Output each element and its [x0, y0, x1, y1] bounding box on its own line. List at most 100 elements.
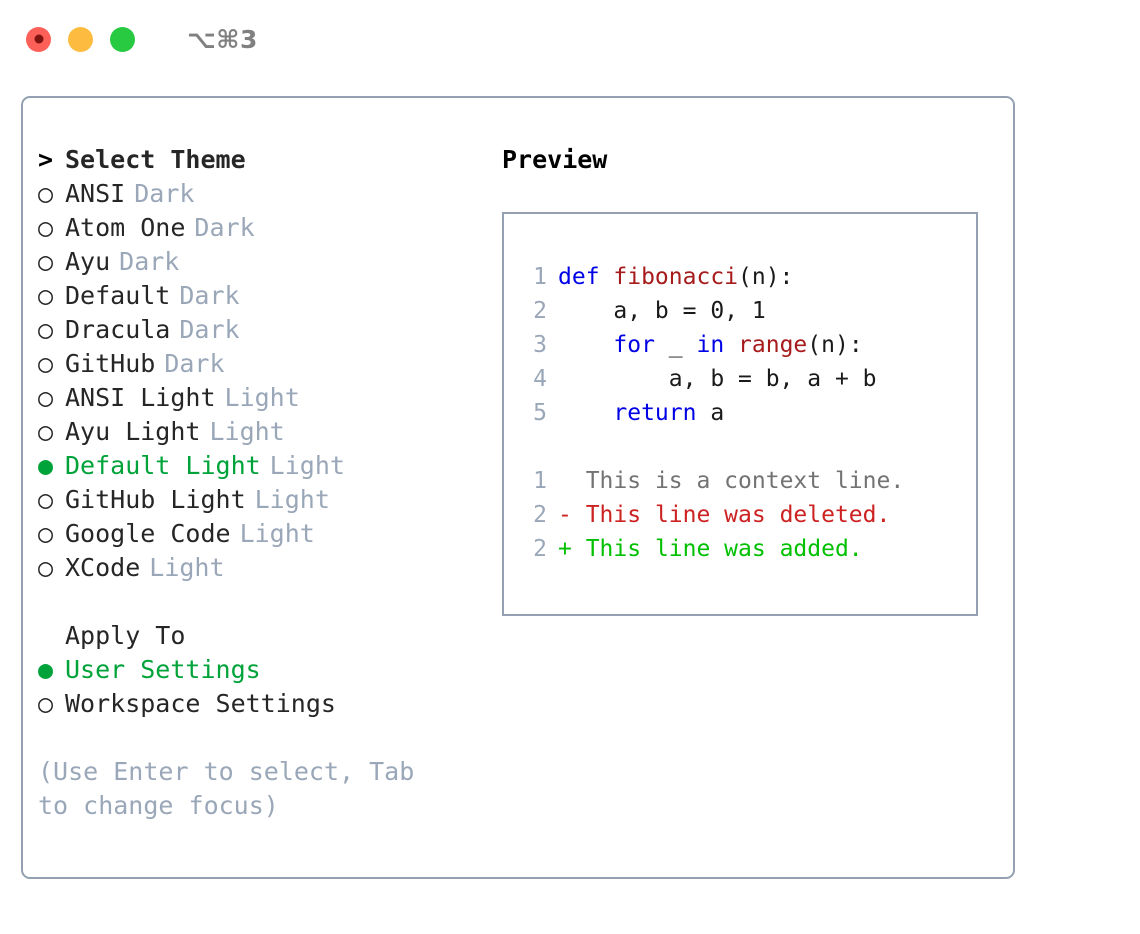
- code-line-number: 5: [533, 400, 547, 426]
- diff-line-text: This line was deleted.: [571, 502, 891, 528]
- theme-name-label: Default: [65, 281, 171, 310]
- title-bar: ⌥⌘3: [0, 0, 1140, 78]
- diff-line-number: 1: [533, 468, 547, 494]
- theme-variant-label: Dark: [164, 349, 225, 378]
- code-line-number: 2: [533, 298, 547, 324]
- maximize-window-icon[interactable]: [110, 26, 135, 52]
- radio-selected-icon: ●: [38, 655, 54, 684]
- radio-unselected-icon: ○: [38, 281, 54, 310]
- theme-list-item[interactable]: ○ Default Dark: [38, 279, 488, 313]
- theme-variant-label: Dark: [194, 213, 255, 242]
- code-token-pl: _: [654, 332, 697, 358]
- select-theme-heading: > Select Theme: [38, 143, 488, 177]
- code-token-kw: return: [613, 400, 697, 426]
- theme-name-label: ANSI Light: [65, 383, 216, 412]
- diff-sign: +: [558, 536, 572, 562]
- code-token-pl: [724, 332, 738, 358]
- theme-variant-label: Light: [224, 383, 300, 412]
- code-line-number: 1: [533, 264, 547, 290]
- theme-list-item[interactable]: ○ GitHub Dark: [38, 347, 488, 381]
- radio-unselected-icon: ○: [38, 417, 54, 446]
- caret-icon: >: [38, 145, 54, 174]
- code-token-pl: a: [696, 400, 725, 426]
- code-line-text: a, b = 0, 1: [558, 294, 766, 328]
- radio-unselected-icon: ○: [38, 179, 54, 208]
- code-token-fn: fibonacci: [613, 264, 739, 290]
- minimize-window-icon[interactable]: [68, 26, 93, 52]
- theme-list-item[interactable]: ○ XCode Light: [38, 551, 488, 585]
- apply-to-option[interactable]: ○Workspace Settings: [38, 687, 488, 721]
- keyboard-hint-text: (Use Enter to select, Tab to change focu…: [38, 757, 415, 820]
- preview-heading: Preview: [502, 145, 608, 174]
- theme-name-label: Google Code: [65, 519, 231, 548]
- radio-unselected-icon: ○: [38, 247, 54, 276]
- diff-line-number: 2: [533, 502, 547, 528]
- diff-line-text: This is a context line.: [571, 468, 905, 494]
- apply-to-marker-placeholder: [38, 619, 65, 653]
- theme-variant-label: Light: [239, 519, 315, 548]
- theme-variant-label: Dark: [179, 281, 240, 310]
- apply-to-option[interactable]: ● User Settings: [38, 653, 488, 687]
- code-token-kw: for: [613, 332, 655, 358]
- code-token-pl: [558, 400, 613, 426]
- diff-line: 2 + This line was added.: [504, 532, 976, 566]
- diff-line-text: This line was added.: [571, 536, 863, 562]
- diff-line-number: 2: [533, 536, 547, 562]
- theme-list-item[interactable]: ○ Google Code Light: [38, 517, 488, 551]
- code-token-pl: a, b = b, a + b: [558, 366, 877, 392]
- theme-name-label: XCode: [65, 553, 141, 582]
- apply-to-heading-label: Apply To: [65, 621, 186, 650]
- radio-unselected-icon: ○: [38, 519, 54, 548]
- theme-list-item[interactable]: ○ Ayu Light Light: [38, 415, 488, 449]
- theme-variant-label: Light: [209, 417, 285, 446]
- radio-unselected-icon: ○: [38, 553, 54, 582]
- select-theme-heading-label: Select Theme: [65, 145, 246, 174]
- radio-unselected-icon: ○: [38, 315, 54, 344]
- apply-to-heading: Apply To: [38, 619, 488, 653]
- radio-unselected-icon: ○: [38, 349, 54, 378]
- code-line: 3 for _ in range(n):: [504, 328, 976, 362]
- apply-to-option-label: Workspace Settings: [65, 689, 336, 718]
- theme-variant-label: Light: [149, 553, 225, 582]
- code-token-kw: in: [696, 332, 725, 358]
- diff-sample: 1 This is a context line. 2- This line wa…: [504, 464, 976, 566]
- apply-to-option-label: User Settings: [65, 655, 261, 684]
- code-token-pl: a, b = 0, 1: [558, 298, 766, 324]
- diff-sign: -: [558, 502, 572, 528]
- list-spacer: [38, 585, 488, 619]
- code-token-fn: range: [738, 332, 808, 358]
- code-line: 2 a, b = 0, 1: [504, 294, 976, 328]
- code-diff-separator: [504, 430, 976, 464]
- radio-selected-icon: ●: [38, 451, 54, 480]
- theme-name-label: GitHub: [65, 349, 156, 378]
- theme-variant-label: Dark: [134, 179, 195, 208]
- code-line-number: 3: [533, 332, 547, 358]
- code-token-pl: (n):: [738, 264, 794, 290]
- code-line: 5 return a: [504, 396, 976, 430]
- theme-name-label: Ayu Light: [65, 417, 201, 446]
- code-line-text: a, b = b, a + b: [558, 362, 877, 396]
- theme-name-label: GitHub Light: [65, 485, 246, 514]
- code-line-text: def fibonacci(n):: [558, 260, 793, 294]
- theme-name-label: Default Light: [65, 451, 261, 480]
- close-window-icon[interactable]: [26, 26, 51, 52]
- diff-line: 1 This is a context line.: [504, 464, 976, 498]
- window-controls: [26, 26, 135, 52]
- theme-variant-label: Dark: [119, 247, 180, 276]
- theme-variant-label: Dark: [179, 315, 240, 344]
- theme-name-label: Atom One: [65, 213, 186, 242]
